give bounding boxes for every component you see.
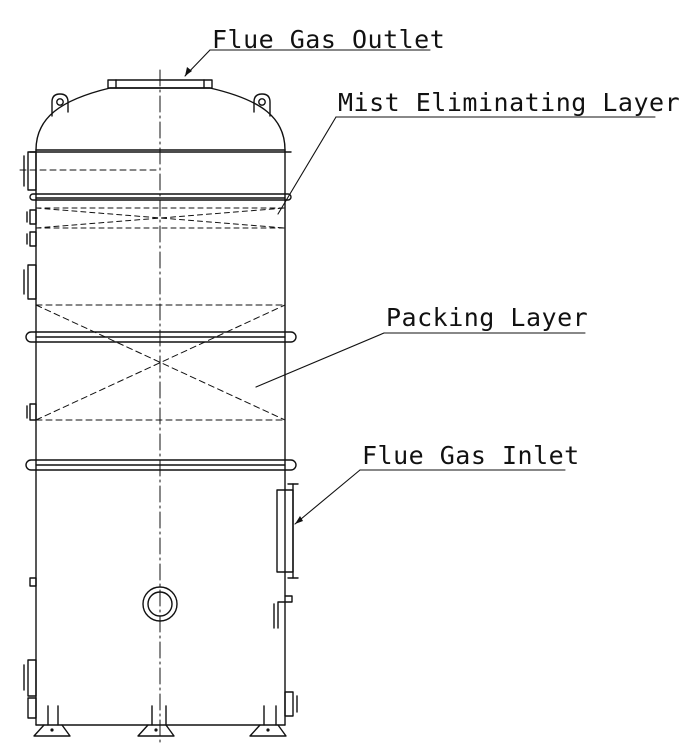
mist-eliminating-layer-label: Mist Eliminating Layer [338,88,681,117]
packing-layer-label: Packing Layer [386,303,589,332]
flue-gas-inlet-label: Flue Gas Inlet [362,441,580,470]
outlet-nozzle [107,79,213,89]
lifting-lug-left [51,93,69,117]
manway [142,586,178,622]
flue-gas-inlet-duct [276,483,299,579]
lifting-lug-right [253,93,271,117]
left-nozzles [23,151,37,719]
right-fittings [273,595,298,717]
support-legs [33,705,287,737]
flue-gas-outlet-label: Flue Gas Outlet [212,25,446,54]
support-ring [25,459,297,471]
mist-eliminating-layer-zone [29,193,292,229]
packing-layer-zone [25,304,297,421]
